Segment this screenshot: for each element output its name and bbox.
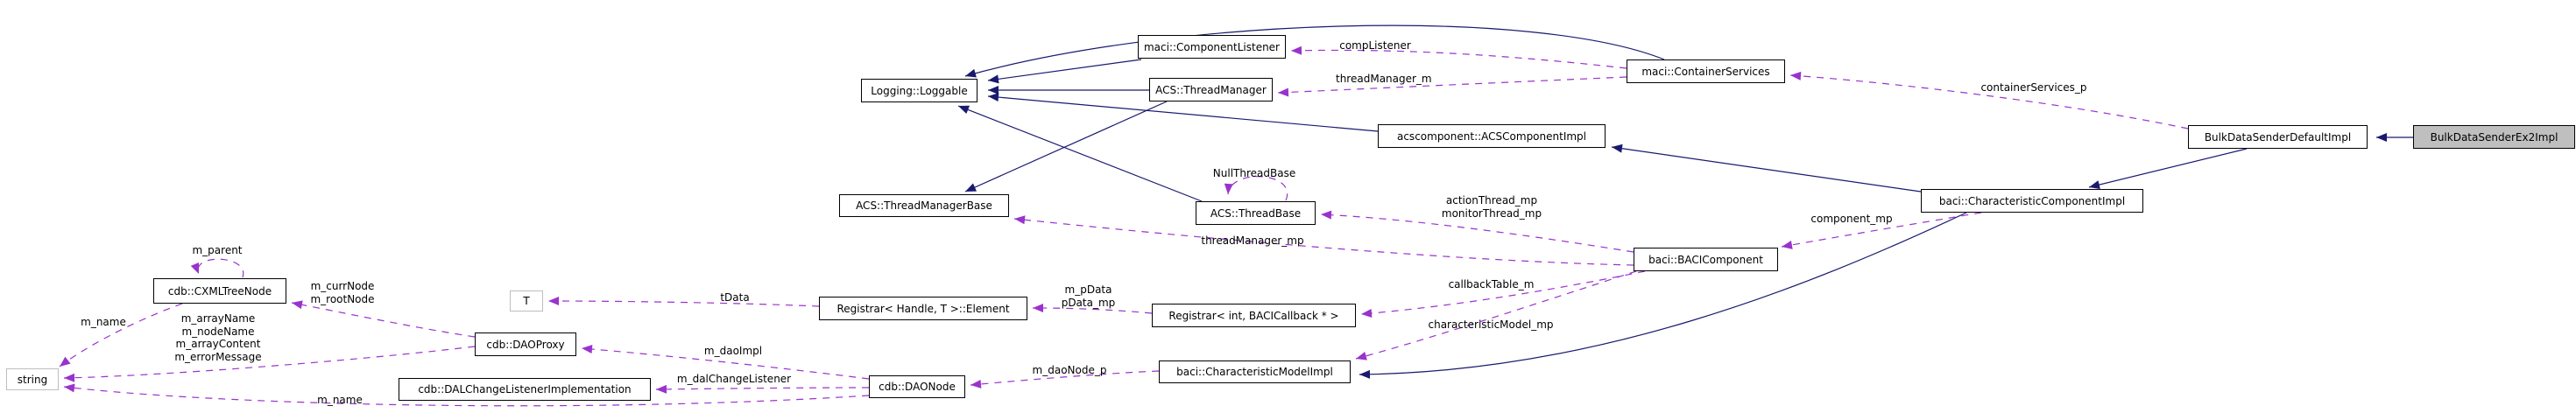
node-logging-loggable[interactable]: Logging::Loggable — [861, 79, 977, 102]
node-acscomponent-acscomponentimpl[interactable]: acscomponent::ACSComponentImpl — [1378, 124, 1606, 148]
node-bulkdatasenderex2impl: BulkDataSenderEx2Impl — [2413, 125, 2575, 149]
edge-label-mname-upper: m_name — [81, 316, 126, 328]
edge-label-tdata: tData — [720, 291, 750, 304]
edge-nullthreadbase-selfloop — [1224, 176, 1288, 201]
edge-label-mparent: m_parent — [192, 244, 243, 256]
edge-label-mcurrnode-mrootnode: m_currNode m_rootNode — [310, 280, 375, 305]
edge-containerservices-p — [1789, 71, 2189, 130]
edge-label-threadmanager-mp: threadManager_mp — [1201, 234, 1304, 247]
node-cdb-daonode[interactable]: cdb::DAONode — [869, 375, 965, 398]
edge-componentlistener-to-loggable — [987, 59, 1142, 84]
edge-label-complistener: compListener — [1339, 39, 1411, 52]
edge-currnode-rootnode — [291, 300, 476, 338]
edge-label-nullthreadbase: NullThreadBase — [1212, 167, 1296, 179]
node-baci-bacicomponent[interactable]: baci::BACIComponent — [1634, 248, 1778, 271]
edge-label-marrayname-etc: m_arrayName m_nodeName m_arrayContent m_… — [174, 312, 262, 363]
edge-pdata-mp — [1032, 304, 1153, 314]
edge-mparent-selfloop — [190, 258, 244, 278]
node-cdb-daoproxy[interactable]: cdb::DAOProxy — [475, 332, 576, 356]
node-acs-threadmanager[interactable]: ACS::ThreadManager — [1149, 78, 1273, 102]
edge-label-callbacktable-m: callbackTable_m — [1448, 278, 1535, 290]
edge-threadmanager-to-threadmanagerbase — [964, 101, 1168, 192]
node-registrar-int-bacicallback[interactable]: Registrar< int, BACICallback * > — [1152, 304, 1356, 327]
edge-threadmanager-mp — [1013, 215, 1634, 266]
edge-label-mdalchangelistener: m_dalChangeListener — [676, 373, 792, 385]
edge-label-mname-lower: m_name — [317, 394, 363, 406]
edge-tdata — [547, 297, 820, 307]
node-baci-characteristiccomponentimpl[interactable]: baci::CharacteristicComponentImpl — [1921, 189, 2143, 213]
edge-label-component-mp: component_mp — [1810, 213, 1893, 225]
edge-label-mdaonode-p: m_daoNode_p — [1032, 364, 1107, 376]
node-maci-componentlistener[interactable]: maci::ComponentListener — [1138, 35, 1286, 59]
edge-label-mdaoimpl: m_daoImpl — [703, 345, 763, 357]
node-baci-characteristicmodelimpl[interactable]: baci::CharacteristicModelImpl — [1159, 360, 1351, 383]
edge-mdalchangelistener — [655, 384, 870, 394]
edge-mdaoimpl — [581, 345, 870, 380]
edge-complistener — [1290, 46, 1627, 69]
edge-component-mp — [1781, 212, 1982, 249]
edge-label-actionthread-monitorthread: actionThread_mp monitorThread_mp — [1441, 194, 1542, 220]
edge-characteristiccomponentimpl-to-acscomponentimpl — [1611, 144, 1922, 192]
edge-threadbase-to-loggable — [957, 105, 1203, 202]
edge-actionthread-mp — [1320, 210, 1634, 253]
node-cdb-cxmltreenode[interactable]: cdb::CXMLTreeNode — [153, 278, 286, 304]
node-cdb-dalchangelistenerimplementation[interactable]: cdb::DALChangeListenerImplementation — [399, 378, 651, 401]
edge-mdaonode-p — [970, 370, 1160, 388]
node-acs-threadmanagerbase[interactable]: ACS::ThreadManagerBase — [839, 194, 1009, 217]
node-string: string — [6, 368, 59, 390]
node-template-t: T — [510, 290, 543, 312]
edge-label-characteristicmodel-mp: characteristicModel_mp — [1428, 318, 1554, 331]
edge-characteristicmodel-mp — [1355, 270, 1637, 360]
edge-acscomponentimpl-to-loggable — [987, 93, 1379, 132]
node-registrar-element[interactable]: Registrar< Handle, T >::Element — [819, 297, 1027, 320]
node-bulkdatasenderdefaultimpl[interactable]: BulkDataSenderDefaultImpl — [2188, 125, 2368, 149]
node-maci-containerservices[interactable]: maci::ContainerServices — [1627, 60, 1785, 83]
edge-label-mpdata-pdata-mp: m_pData pData_mp — [1061, 284, 1116, 309]
edge-mname-upper — [59, 303, 183, 368]
edge-characteristiccomponentimpl-to-characteristicmodelimpl — [1359, 212, 1967, 379]
edge-mname-lower — [63, 383, 870, 407]
edge-arrayname-etc — [63, 346, 476, 382]
edge-label-containerservices-p: containerServices_p — [1980, 81, 2087, 94]
edge-containerservices-to-loggable — [964, 24, 1665, 78]
edge-threadmanager-m — [1277, 76, 1627, 97]
edge-label-threadmanager-m: threadManager_m — [1336, 73, 1432, 85]
edge-callbacktable-m — [1360, 270, 1646, 318]
edge-defaultimpl-to-characteristiccomponentimpl — [2088, 148, 2248, 190]
node-acs-threadbase[interactable]: ACS::ThreadBase — [1196, 201, 1316, 225]
